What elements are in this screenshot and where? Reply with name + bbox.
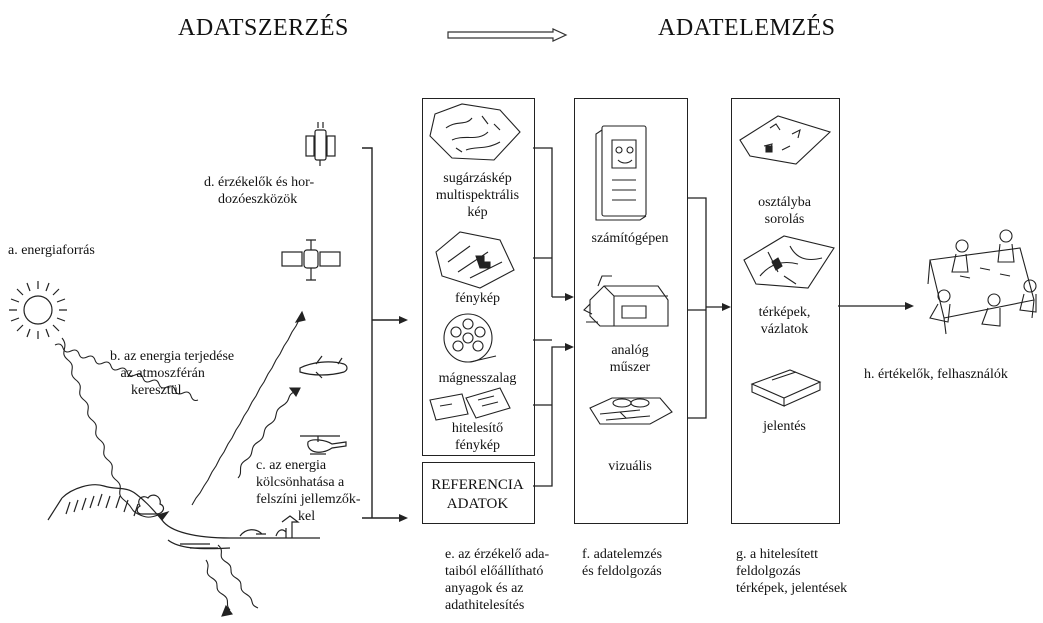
satellite-icon: [305, 122, 336, 166]
radiation-map-icon: [429, 103, 521, 161]
terrain-icon: [47, 484, 320, 550]
outputs-box: [731, 98, 840, 524]
report-book-icon: [750, 369, 822, 407]
radiation-waves: [54, 343, 199, 402]
energy-source-label: a. energiaforrás: [8, 243, 95, 258]
tape-reel-icon: [443, 313, 497, 363]
propagation-label: b. az energia terjedése az atmoszférán k…: [110, 349, 235, 398]
report-label: jelentés: [763, 419, 806, 434]
interaction-label: c. az energia kölcsönhatása a felszíni j…: [256, 458, 361, 524]
visual-label: vizuális: [608, 459, 652, 474]
calibration-photo-icon: [429, 387, 511, 421]
visual-interpretation-icon: [589, 397, 673, 425]
magnetic-tape-label: mágnesszalag: [438, 371, 517, 386]
map-sketch-icon: [743, 235, 835, 289]
computer-label: számítógépen: [591, 231, 669, 246]
sensor-bracket: [362, 147, 402, 519]
radiation-image-label: sugárzáskép multispektrális kép: [435, 171, 520, 220]
reference-data-box: [422, 462, 535, 524]
reference-data-label: REFERENCIA ADATOK: [431, 477, 524, 512]
helicopter-icon: [300, 435, 347, 455]
sensors-label: d. érzékelők és hor- dozóeszközök: [204, 175, 315, 207]
classification-map-icon: [739, 115, 832, 165]
header-arrow: [447, 28, 568, 42]
analysis-caption: f. adatelemzés és feldolgozás: [582, 547, 663, 579]
outputs-caption: g. a hitelesített feldolgozás térképek, …: [736, 547, 848, 596]
f-to-g-connectors: [687, 197, 723, 419]
analysis-title: ADATELEMZÉS: [658, 15, 836, 41]
users-label: h. értékelők, felhasználók: [864, 367, 1008, 382]
photo-label: fénykép: [454, 291, 501, 306]
classification-label: osztályba sorolás: [758, 195, 811, 227]
maps-sketches-label: térképek, vázlatok: [758, 305, 811, 337]
products-caption: e. az érzékelő ada- taiból előállítható …: [445, 547, 550, 613]
meeting-table-icon: [927, 229, 1037, 335]
analog-instrument-label: analóg műszer: [609, 343, 651, 375]
calibration-photo-label: hitelesítő fénykép: [451, 421, 504, 453]
sun-icon: [9, 281, 67, 339]
photo-map-icon: [435, 231, 515, 289]
airplane-icon: [299, 355, 348, 379]
space-station-icon: [281, 239, 341, 281]
acquisition-title: ADATSZERZÉS: [178, 15, 349, 41]
products-box: [422, 98, 535, 456]
analog-instrument-icon: [583, 275, 669, 327]
computer-icon: [595, 125, 647, 221]
e-to-f-connectors: [533, 147, 566, 487]
analysis-box: [574, 98, 688, 524]
